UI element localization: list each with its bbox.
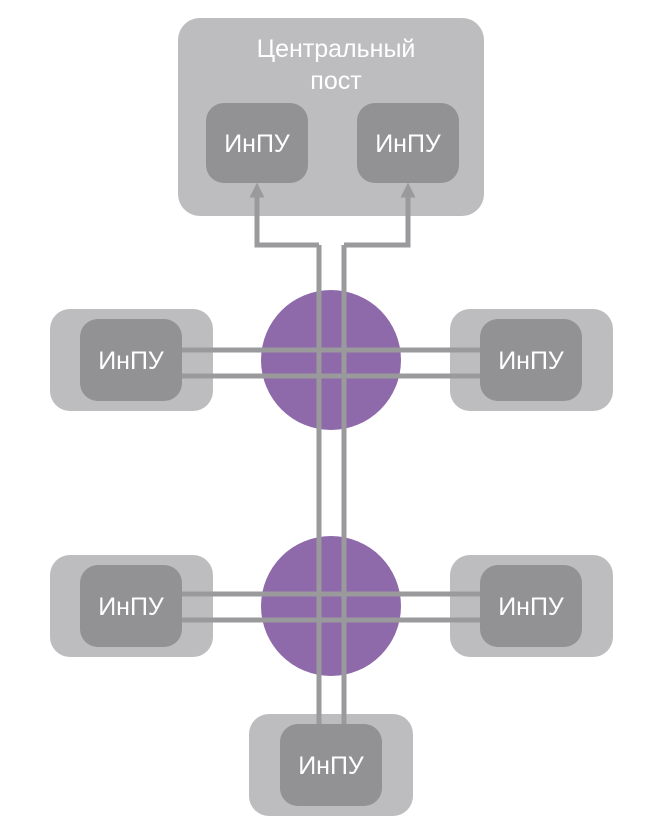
device-label: ИнПУ [298, 752, 364, 780]
device-label: ИнПУ [98, 347, 164, 375]
upper-right-node: ИнПУ [450, 309, 613, 411]
upper-left-node: ИнПУ [50, 309, 213, 411]
central-device-right: ИнПУ [357, 103, 459, 183]
uplink-right [344, 182, 416, 248]
connections [182, 182, 480, 724]
bottom-node: ИнПУ [249, 714, 413, 816]
lower-left-node: ИнПУ [50, 555, 213, 657]
device-label: ИнПУ [498, 347, 564, 375]
device-label: ИнПУ [375, 130, 441, 158]
central-post: Центральный пост ИнПУ ИнПУ [178, 18, 484, 216]
central-post-title-line2: пост [310, 67, 362, 95]
upper-hub [261, 290, 401, 430]
device-label: ИнПУ [224, 130, 290, 158]
central-device-left: ИнПУ [206, 103, 308, 183]
lower-hub [261, 536, 401, 676]
uplink-left [249, 182, 319, 248]
central-post-title-line1: Центральный [257, 35, 416, 63]
device-label: ИнПУ [498, 593, 564, 621]
device-label: ИнПУ [98, 593, 164, 621]
lower-right-node: ИнПУ [450, 555, 613, 657]
